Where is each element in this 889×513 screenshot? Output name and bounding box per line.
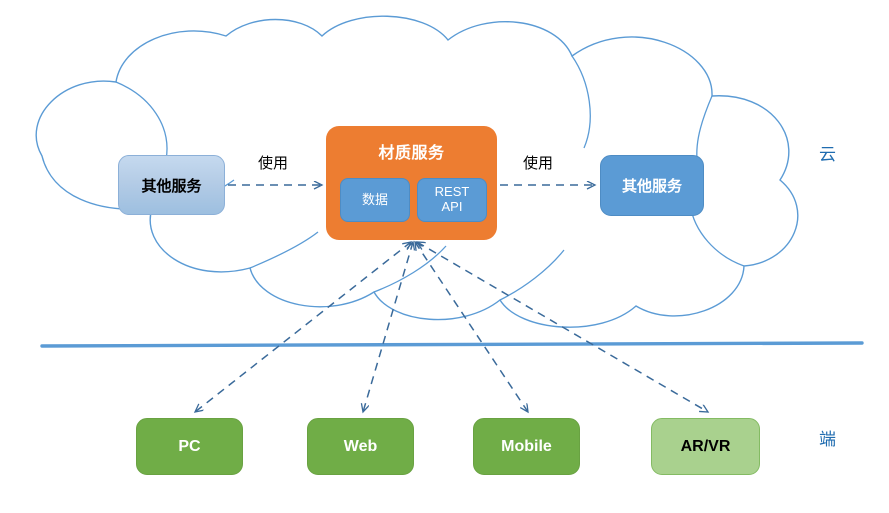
node-other-service-right-label: 其他服务 — [621, 178, 682, 195]
node-other-service-left[interactable]: 其他服务 — [118, 155, 225, 215]
node-other-service-left-label: 其他服务 — [141, 177, 202, 195]
zone-label-cloud: 云 — [819, 145, 836, 164]
edge-service-to-pc — [195, 242, 411, 412]
zone-label-device: 端 — [819, 430, 836, 449]
node-sub-rest-api[interactable]: REST API — [417, 178, 487, 222]
edge-label-use-right: 使用 — [523, 155, 554, 172]
edge-service-to-arvr — [417, 242, 708, 412]
edge-fan-to-clients — [195, 242, 708, 412]
node-material-service-title: 材质服务 — [378, 145, 445, 162]
edge-label-use-left: 使用 — [258, 155, 289, 172]
node-other-service-right[interactable]: 其他服务 — [600, 155, 704, 216]
edge-service-to-web — [363, 242, 413, 412]
node-sub-data-label: 数据 — [361, 191, 388, 207]
node-client-arvr-label: AR/VR — [680, 437, 731, 455]
node-sub-rest-api-label: REST API — [434, 184, 470, 215]
node-client-pc-label: PC — [178, 437, 201, 455]
node-client-web[interactable]: Web — [307, 418, 414, 475]
node-client-arvr[interactable]: AR/VR — [651, 418, 760, 475]
node-client-mobile-label: Mobile — [501, 437, 552, 455]
edge-service-to-mobile — [415, 242, 528, 412]
node-client-pc[interactable]: PC — [136, 418, 243, 475]
node-sub-rest-api-line1: REST — [434, 184, 470, 200]
tier-divider-line — [40, 341, 864, 348]
node-material-service[interactable]: 材质服务 数据 REST API — [326, 126, 497, 240]
node-sub-rest-api-line2: API — [441, 199, 463, 214]
node-client-mobile[interactable]: Mobile — [473, 418, 580, 475]
node-sub-data[interactable]: 数据 — [340, 178, 410, 222]
node-client-web-label: Web — [343, 437, 378, 455]
